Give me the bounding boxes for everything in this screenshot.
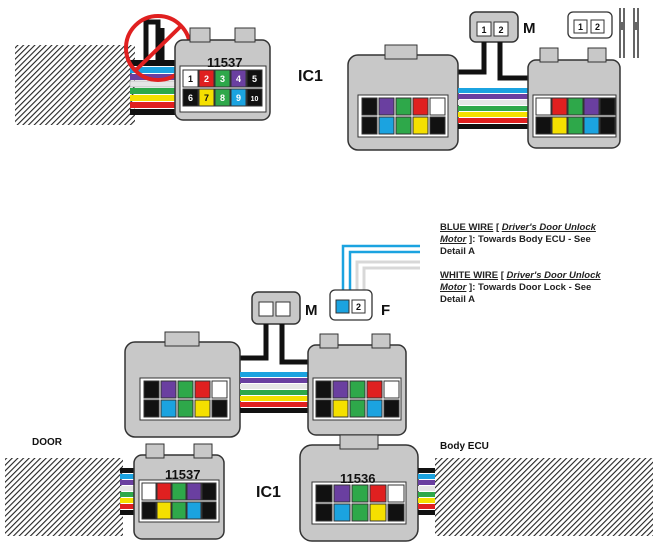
top-left-assembly xyxy=(15,14,271,125)
body-ecu-connector xyxy=(299,434,419,542)
terminal-pins xyxy=(619,8,639,58)
white-wire-italic1: Driver's Door Unlock xyxy=(506,270,601,281)
wire-bundle-top-right xyxy=(458,88,528,129)
m-label-bottom: M xyxy=(305,302,318,319)
bottom-assembly xyxy=(5,244,653,542)
part-number-bottom-left: 11537 xyxy=(165,467,201,482)
door-label: DOOR xyxy=(32,437,62,448)
blue-wire-rest1: ]: Towards Body ECU - See xyxy=(469,234,591,245)
wire-bundle-bottom-middle xyxy=(240,372,310,413)
connector-bottom-middle-right xyxy=(307,333,407,436)
white-wire-note: WHITE WIRE [ Driver's Door Unlock Motor … xyxy=(440,270,620,306)
white-wire-title: WHITE WIRE xyxy=(440,270,499,281)
white-wire-rest2: Detail A xyxy=(440,294,476,305)
wire-bundle-door xyxy=(120,468,142,515)
ic1-connector-bottom xyxy=(133,443,225,540)
blue-wire-rest2: Detail A xyxy=(440,246,476,257)
wire-bundle-body-ecu xyxy=(418,468,438,515)
m-label-top: M xyxy=(523,20,536,37)
ic1-connector-top xyxy=(174,27,271,121)
blue-wire-open: [ xyxy=(495,222,500,233)
blue-wire-note: BLUE WIRE [ Driver's Door Unlock Motor ]… xyxy=(440,222,620,258)
m-connector-bottom xyxy=(251,291,301,325)
blue-wire-italic2: Motor xyxy=(440,234,467,245)
ic1-connector-top-right xyxy=(527,47,621,149)
harness-sleeve xyxy=(15,45,135,125)
mating-connector-bottom-left xyxy=(124,331,241,438)
door-harness-sleeve xyxy=(5,458,123,536)
f-connector-bottom xyxy=(329,289,373,321)
part-number-top: 11537 xyxy=(207,55,243,70)
ic1-label-bottom: IC1 xyxy=(256,484,281,501)
f-label-bottom: F xyxy=(381,302,391,319)
top-right-assembly xyxy=(347,8,639,151)
mini-plug-top xyxy=(567,11,613,39)
white-wire-open: [ xyxy=(500,270,504,281)
m-connector-top xyxy=(469,11,519,43)
blue-wire-italic1: Driver's Door Unlock xyxy=(501,222,596,233)
white-wire-rest1: ]: Towards Door Lock - See xyxy=(469,282,592,293)
blue-wire-title: BLUE WIRE xyxy=(440,222,494,233)
ic1-label-top: IC1 xyxy=(298,68,323,85)
body-ecu-harness-sleeve xyxy=(435,458,653,536)
body-ecu-label: Body ECU xyxy=(440,441,489,452)
white-wire-italic2: Motor xyxy=(440,282,467,293)
ic1-mating-connector-top xyxy=(347,44,459,151)
part-number-bottom-right: 11536 xyxy=(340,471,376,486)
